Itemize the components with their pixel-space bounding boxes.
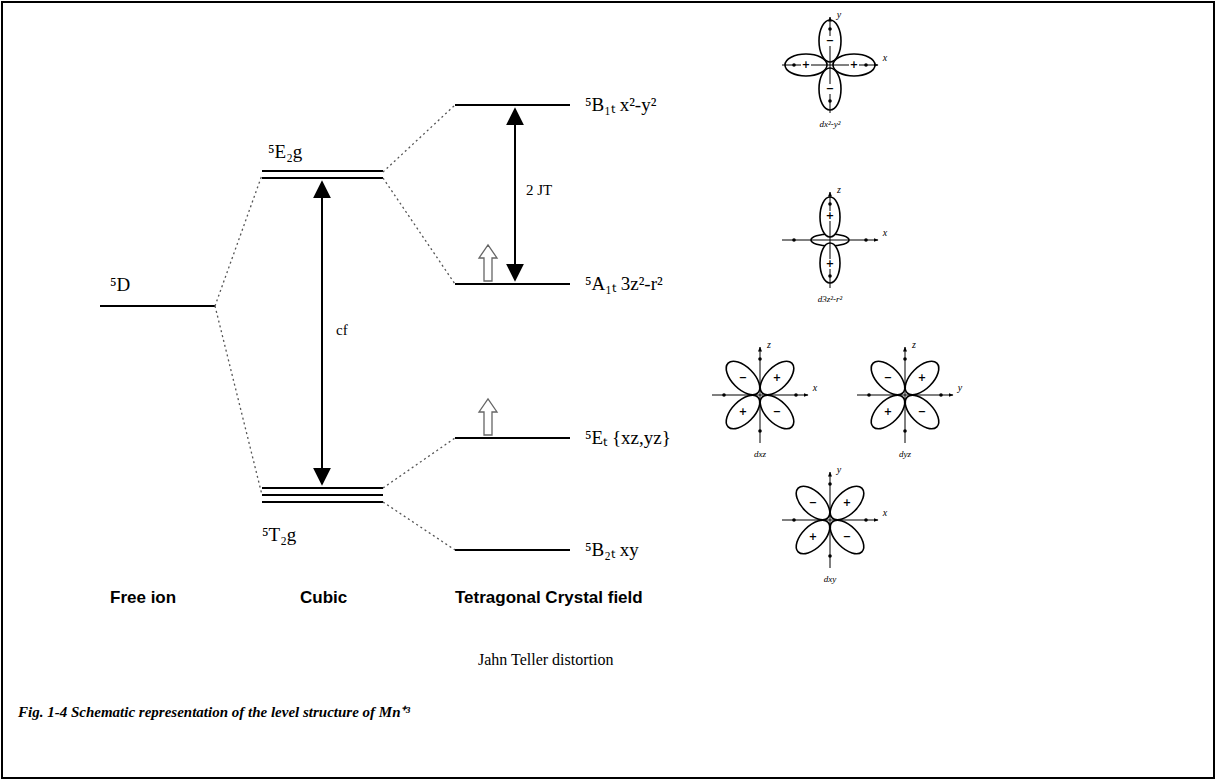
orbital-name: d3z²-r² [818,295,842,305]
orbital-name: dx²-y² [820,120,841,130]
column-heading: Tetragonal Crystal field [455,589,643,608]
phase-sign: + [808,532,818,542]
phase-sign: − [917,407,927,417]
level-label: ⁵B₁ₜ x²-y² [585,95,656,116]
column-heading: Cubic [300,589,347,608]
phase-sign: − [825,84,835,94]
phase-sign: + [842,498,852,508]
axis-label: z [912,339,916,350]
level-label: ⁵B₂ₜ xy [585,540,639,561]
level-label: ⁵D [110,275,130,296]
phase-sign: + [917,373,927,383]
spin-arrow [479,245,497,281]
correlation-lines [215,105,455,550]
phase-sign: + [801,60,811,70]
phase-sign: + [849,60,859,70]
orbital-figure [857,347,953,443]
phase-sign: − [772,407,782,417]
figure-caption: Fig. 1-4 Schematic representation of the… [18,704,410,721]
phase-sign: + [772,373,782,383]
column-subheading: Jahn Teller distortion [478,651,613,669]
axis-label: y [958,382,962,393]
phase-sign: + [825,211,835,221]
axis-label: x [813,382,817,393]
phase-sign: − [808,498,818,508]
level-label: ⁵T₂g [262,525,296,546]
orbital-name: dyz [899,450,911,460]
axis-label: y [837,9,841,20]
spin-arrow [479,399,497,435]
axis-label: x [883,507,887,518]
level-label: ⁵E₂g [268,142,302,163]
orbital-figure [782,192,878,288]
axis-label: x [883,227,887,238]
phase-sign: − [738,373,748,383]
phase-sign: + [825,259,835,269]
orbital-figure [782,17,878,113]
phase-sign: − [842,532,852,542]
jahn-teller-arrow [514,109,516,280]
phase-sign: + [738,407,748,417]
phase-sign: − [825,36,835,46]
axis-label: z [837,184,841,195]
level-label: ⁵A₁ₜ 3z²-r² [585,274,663,295]
splitting-label: cf [336,322,348,339]
level-label: ⁵Eₜ {xz,yz} [585,428,671,449]
phase-sign: + [883,407,893,417]
splitting-label: 2 JT [526,182,552,199]
energy-levels [100,105,570,550]
phase-sign: − [883,373,893,383]
orbital-figure [712,347,808,443]
axis-label: z [767,339,771,350]
crystal-field-arrow [321,182,323,484]
column-heading: Free ion [110,589,176,608]
orbital-figure [782,472,878,568]
axis-label: x [883,52,887,63]
orbital-drawings [712,17,953,568]
orbital-name: dxz [754,450,766,460]
orbital-name: dxy [824,575,837,585]
axis-label: y [837,464,841,475]
